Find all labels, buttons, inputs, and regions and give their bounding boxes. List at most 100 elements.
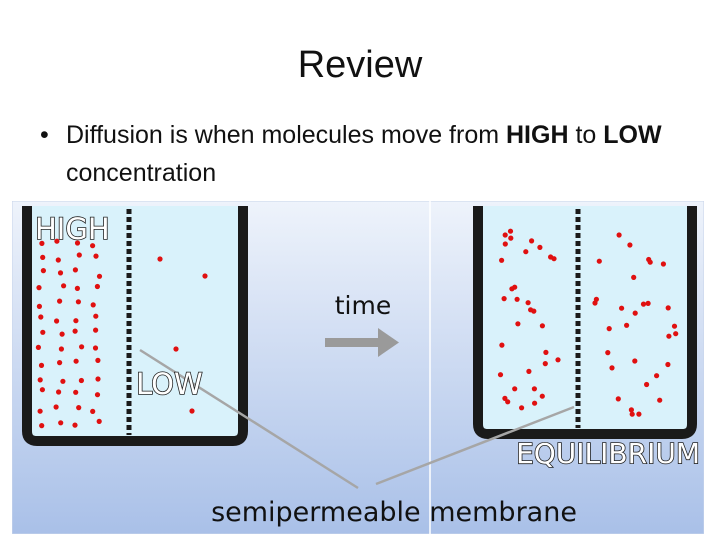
- molecule-dot: [54, 318, 60, 324]
- molecule-dot: [39, 387, 45, 393]
- molecule-dot: [665, 305, 671, 311]
- molecule-dot: [37, 408, 43, 414]
- molecule-dot: [514, 296, 520, 302]
- molecule-dot: [673, 331, 679, 337]
- label-membrane: semipermeable membrane: [211, 497, 577, 528]
- molecule-dot: [628, 407, 635, 413]
- molecule-dot: [93, 327, 99, 333]
- molecule-dot: [40, 268, 46, 274]
- molecule-dot: [615, 396, 621, 402]
- molecule-dot: [38, 314, 44, 320]
- molecule-dot: [654, 373, 660, 379]
- molecule-dot: [644, 381, 650, 388]
- time-arrow-icon: [325, 328, 399, 357]
- molecule-dot: [57, 298, 63, 304]
- molecule-dot: [499, 257, 505, 263]
- molecule-dot: [501, 296, 507, 302]
- molecule-dot: [592, 300, 598, 306]
- molecule-dot: [512, 386, 518, 392]
- molecule-dot: [497, 372, 504, 378]
- bullet-middle: to: [568, 121, 604, 149]
- molecule-dot: [72, 422, 78, 428]
- molecule-dot: [73, 389, 79, 395]
- molecule-dot: [202, 273, 208, 279]
- molecule-dot: [92, 345, 99, 351]
- slide-title: Review: [297, 44, 423, 86]
- molecule-dot: [605, 350, 611, 356]
- molecule-dot: [515, 321, 521, 327]
- molecule-dot: [96, 273, 103, 279]
- diffusion-diagram: time HIGH LOW EQUILIBRIUM semipermeable …: [12, 201, 704, 534]
- molecule-dot: [627, 242, 633, 248]
- molecule-dot: [631, 274, 637, 280]
- pointer-line-right: [375, 405, 575, 486]
- molecule-dot: [640, 301, 647, 307]
- molecule-dot: [657, 397, 663, 403]
- molecule-dot: [72, 328, 78, 334]
- molecule-dot: [596, 258, 602, 264]
- molecule-dot: [94, 283, 100, 290]
- molecule-dot: [616, 232, 622, 238]
- molecule-dot: [90, 243, 96, 249]
- molecule-dot: [90, 408, 96, 414]
- label-high: HIGH: [35, 212, 110, 246]
- molecule-dot: [548, 254, 554, 260]
- molecule-dot: [95, 357, 101, 363]
- molecule-dot: [539, 323, 546, 329]
- molecule-dot: [543, 349, 549, 355]
- molecule-dot: [531, 386, 538, 392]
- pointer-line-left: [139, 348, 359, 490]
- molecules-after: [497, 228, 679, 417]
- molecule-dot: [75, 299, 81, 305]
- container-after: [473, 206, 697, 439]
- molecule-dot: [525, 300, 531, 306]
- molecule-dot: [38, 362, 45, 368]
- molecule-dot: [606, 326, 612, 332]
- beaker-walls-after: [473, 206, 697, 439]
- molecule-dot: [629, 411, 635, 417]
- molecule-dot: [671, 323, 678, 329]
- molecule-dot: [647, 259, 653, 265]
- bullet-low: LOW: [603, 121, 662, 149]
- molecule-dot: [39, 423, 45, 429]
- molecule-dot: [93, 253, 99, 259]
- molecule-dot: [35, 344, 41, 350]
- molecule-dot: [74, 240, 81, 246]
- molecule-dot: [37, 377, 43, 383]
- molecule-dot: [58, 420, 64, 426]
- molecule-dot: [555, 357, 561, 363]
- molecule-dot: [57, 270, 64, 276]
- molecule-dot: [499, 342, 505, 348]
- molecule-dot: [73, 318, 79, 324]
- molecule-dot: [96, 418, 102, 424]
- molecule-dot: [40, 329, 46, 335]
- molecule-dot: [508, 235, 514, 241]
- molecule-dot: [632, 310, 638, 316]
- molecule-dot: [537, 244, 543, 250]
- bullet-high: HIGH: [506, 121, 569, 149]
- molecule-dot: [40, 254, 46, 260]
- bullet-text: Diffusion is when molecules move from HI…: [66, 116, 690, 192]
- molecule-dot: [61, 283, 67, 289]
- bullet-suffix: concentration: [66, 159, 217, 187]
- molecule-dot: [523, 249, 529, 255]
- molecule-dot: [509, 286, 515, 292]
- molecule-dot: [57, 360, 63, 366]
- molecule-dot: [78, 377, 84, 384]
- molecule-dot: [526, 368, 532, 374]
- molecule-dot: [55, 257, 61, 263]
- molecules-before: [35, 238, 208, 429]
- molecule-dot: [502, 241, 508, 247]
- molecule-dot: [74, 285, 80, 291]
- molecule-dot: [56, 389, 62, 395]
- molecule-dot: [539, 393, 545, 399]
- molecule-dot: [36, 285, 42, 291]
- molecule-dot: [189, 408, 195, 414]
- molecule-dot: [39, 240, 45, 246]
- molecule-dot: [645, 300, 651, 306]
- molecule-dot: [609, 365, 615, 371]
- label-time: time: [335, 291, 391, 320]
- molecule-dot: [157, 256, 163, 262]
- molecule-dot: [505, 399, 511, 405]
- molecule-dot: [60, 378, 66, 384]
